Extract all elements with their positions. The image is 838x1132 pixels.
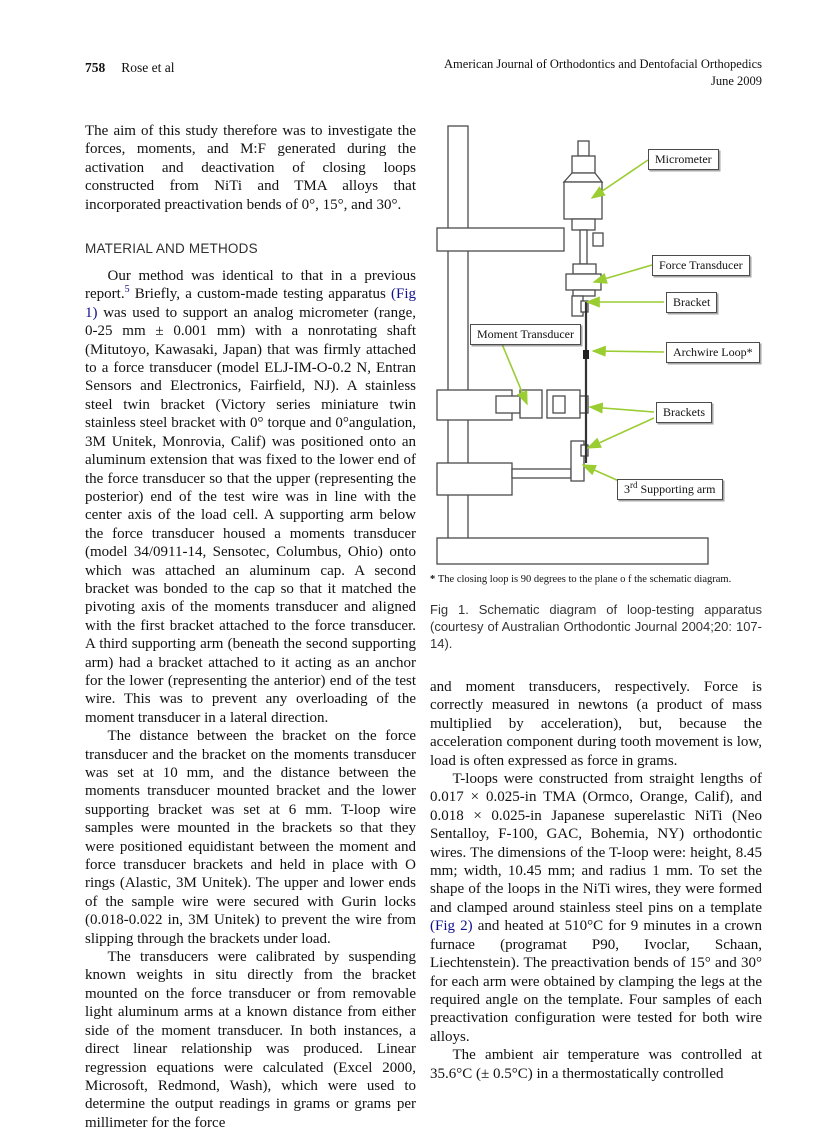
paragraph-method-2: The distance between the bracket on the …	[85, 728, 416, 947]
figure-reference-link[interactable]: (Fig 1)	[85, 286, 416, 321]
label-bracket: Bracket	[666, 292, 718, 313]
running-authors: Rose et al	[121, 60, 175, 75]
micrometer-shape	[562, 140, 604, 265]
paragraph-transducers-cont: and moment transducers, respectively. Fo…	[430, 679, 762, 769]
right-column-text: and moment transducers, respectively. Fo…	[430, 678, 762, 1083]
running-head-left: 758 Rose et al	[85, 60, 175, 76]
text-segment: was used to support an analog micrometer…	[85, 304, 416, 726]
paragraph-ambient-temp: The ambient air temperature was controll…	[430, 1047, 762, 1082]
section-heading-material-methods: MATERIAL AND METHODS	[85, 241, 258, 257]
label-archwire-loop: Archwire Loop*	[666, 342, 760, 363]
text-segment: 3	[624, 482, 630, 496]
arrow-force-transducer	[592, 264, 653, 284]
arrow-third-arm	[581, 464, 620, 482]
text-segment: Briefly, a custom-made testing apparatus	[129, 286, 391, 303]
label-brackets: Brackets	[656, 402, 712, 423]
label-force-transducer: Force Transducer	[652, 255, 750, 276]
paragraph-aim: The aim of this study therefore was to i…	[85, 123, 416, 213]
text-segment: The closing loop is 90 degrees to the pl…	[437, 574, 732, 585]
stand-base	[436, 537, 709, 565]
top-supporting-arm	[436, 227, 604, 252]
archwire-loop-edge	[583, 350, 589, 359]
label-third-supporting-arm: 3rd Supporting arm	[617, 479, 723, 500]
arrow-brackets-upper	[588, 402, 655, 414]
arrow-moment-transducer	[501, 343, 528, 406]
left-column: The aim of this study therefore was to i…	[85, 122, 416, 1132]
lower-bracket-shape	[580, 444, 589, 457]
moment-transducer-shape	[436, 389, 589, 421]
text-segment: *	[430, 574, 438, 585]
figure-1-loop-testing-apparatus: Micrometer Force Transducer Bracket Arch…	[430, 118, 762, 570]
arrow-brackets-lower	[586, 417, 655, 449]
journal-title: American Journal of Orthodontics and Den…	[444, 57, 762, 71]
label-micrometer: Micrometer	[648, 149, 719, 170]
arrow-archwire-loop	[591, 345, 665, 357]
label-moment-transducer: Moment Transducer	[470, 324, 581, 345]
force-transducer-shape	[565, 263, 602, 297]
text-segment: Supporting arm	[637, 482, 716, 496]
test-wire	[583, 302, 589, 463]
figure-caption: Fig 1. Schematic diagram of loop-testing…	[430, 602, 762, 651]
page-number: 758	[85, 60, 106, 75]
text-segment: T-loops were constructed from straight l…	[430, 771, 762, 916]
text-segment: and heated at 510°C for 9 minutes in a c…	[430, 918, 763, 1045]
paragraph-method-1: Our method was identical to that in a pr…	[85, 267, 416, 727]
paragraph-tloops: T-loops were constructed from straight l…	[430, 770, 762, 1046]
running-head-right: American Journal of Orthodontics and Den…	[444, 56, 762, 90]
callout-arrows	[501, 159, 665, 482]
figure-footnote: * The closing loop is 90 degrees to the …	[430, 574, 762, 585]
text-segment: rd	[630, 480, 638, 490]
third-supporting-arm-shape	[436, 440, 585, 496]
journal-issue: June 2009	[710, 74, 762, 88]
figure-reference-link[interactable]: (Fig 2)	[430, 918, 473, 935]
arrow-micrometer	[590, 159, 649, 199]
citation-reference[interactable]: 5	[124, 284, 130, 296]
text-segment: Our method was identical to that in a pr…	[85, 268, 416, 303]
right-column: Micrometer Force Transducer Bracket Arch…	[430, 118, 762, 1083]
apparatus-schematic	[436, 125, 709, 565]
paragraph-method-3: The transducers were calibrated by suspe…	[85, 949, 416, 1131]
